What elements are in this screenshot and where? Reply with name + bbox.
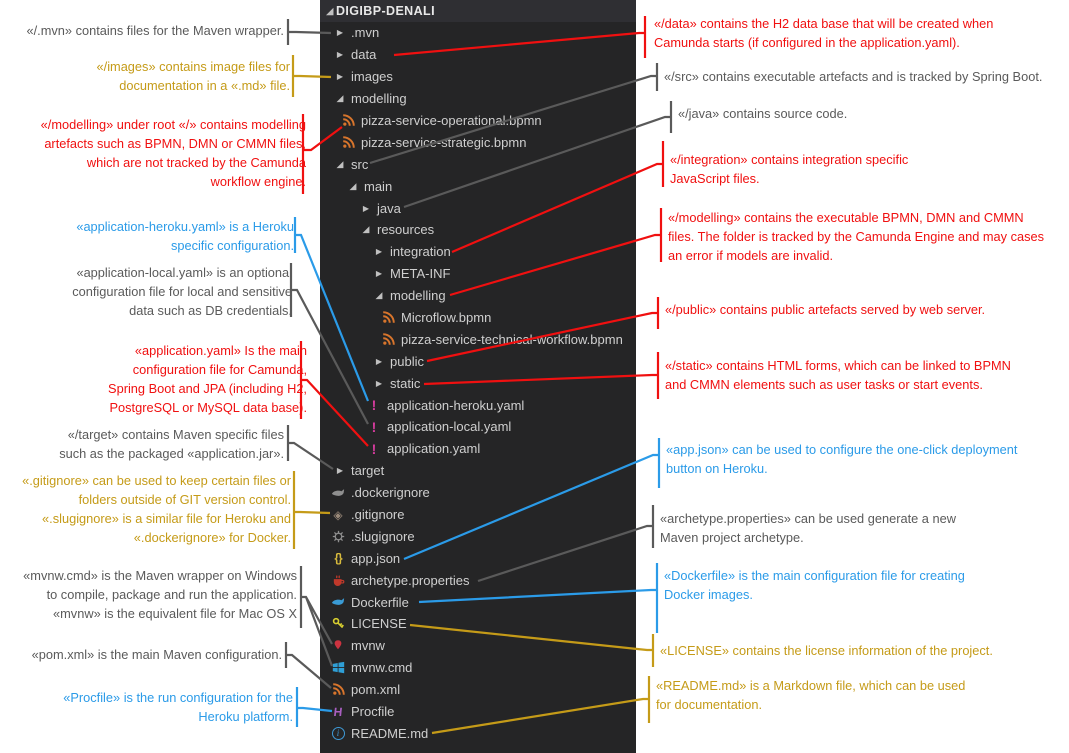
chevron-right-icon[interactable]: ▶ <box>336 28 344 38</box>
windows-logo-icon <box>330 660 346 676</box>
tree-item-target[interactable]: ▶target <box>320 460 636 482</box>
annotation-target: «/target» contains Maven specific files … <box>59 427 284 461</box>
heroku-icon: H <box>332 704 344 719</box>
annotation-procfile: «Procfile» is the run configuration for … <box>63 690 293 724</box>
tree-item-pizza-service-strategic-bpmn[interactable]: pizza-service-strategic.bpmn <box>320 131 636 153</box>
chevron-right-icon[interactable]: ▶ <box>375 356 383 366</box>
tree-item-static[interactable]: ▶static <box>320 372 636 394</box>
tree-item-application-heroku-yaml[interactable]: !application-heroku.yaml <box>320 394 636 416</box>
git-diamond-icon: ◈ <box>333 507 343 522</box>
annotation-dockerfile: «Dockerfile» is the main configuration f… <box>664 568 965 602</box>
chevron-expanded-icon[interactable]: ◢ <box>349 180 357 191</box>
chevron-right-icon[interactable]: ▶ <box>375 269 383 279</box>
tree-item-dockerfile[interactable]: Dockerfile <box>320 591 636 613</box>
tree-item-src[interactable]: ◢src <box>320 153 636 175</box>
annotation-static: «/static» contains HTML forms, which can… <box>665 358 1011 392</box>
chevron-right-icon[interactable]: ▶ <box>336 50 344 60</box>
tree-item-meta-inf[interactable]: ▶META-INF <box>320 263 636 285</box>
annotation-archetype-properties: «archetype.properties» can be used gener… <box>660 511 956 545</box>
gear-icon <box>330 528 346 544</box>
bpmn-feed-icon <box>340 113 356 129</box>
tree-item-main[interactable]: ◢main <box>320 175 636 197</box>
tree-item-microflow-bpmn[interactable]: Microflow.bpmn <box>320 307 636 329</box>
tree-item-app-json[interactable]: {}app.json <box>320 547 636 569</box>
tree-item-mvnw-cmd[interactable]: mvnw.cmd <box>320 657 636 679</box>
explorer-panel: ◢ DIGIBP-DENALI ▶.mvn ▶data ▶images ◢mod… <box>320 0 636 753</box>
chevron-right-icon[interactable]: ▶ <box>336 72 344 82</box>
java-cup-icon <box>330 572 346 588</box>
whale-icon <box>330 485 346 501</box>
tree-item-data[interactable]: ▶data <box>320 44 636 66</box>
tree-item-application-yaml[interactable]: !application.yaml <box>320 438 636 460</box>
annotation-modelling: «/modelling» under root «/» contains mod… <box>40 117 306 189</box>
annotation-src: «/src» contains executable artefacts and… <box>664 69 1043 84</box>
tree-item-mvnw[interactable]: mvnw <box>320 635 636 657</box>
pin-icon <box>330 638 346 654</box>
chevron-right-icon[interactable]: ▶ <box>362 203 370 213</box>
annotation-pom-xml: «pom.xml» is the main Maven configuratio… <box>31 647 282 662</box>
chevron-expanded-icon[interactable]: ◢ <box>336 158 344 169</box>
annotation-mvn: «/.mvn» contains files for the Maven wra… <box>26 23 285 38</box>
annotation-integration: «/integration» contains integration spec… <box>670 152 909 186</box>
tree-item-java[interactable]: ▶java <box>320 197 636 219</box>
tree-item-slugignore[interactable]: .slugignore <box>320 525 636 547</box>
tree-item-gitignore[interactable]: ◈.gitignore <box>320 504 636 526</box>
tree-item-mvn[interactable]: ▶.mvn <box>320 22 636 44</box>
chevron-expanded-icon: ◢ <box>326 5 334 16</box>
tree-item-pizza-service-operational-bpmn[interactable]: pizza-service-operational.bpmn <box>320 110 636 132</box>
annotation-readme: «README.md» is a Markdown file, which ca… <box>656 678 966 712</box>
yaml-warning-icon: ! <box>371 440 377 457</box>
annotation-images: «/images» contains image files for docum… <box>96 59 290 93</box>
tree-item-images[interactable]: ▶images <box>320 66 636 88</box>
annotation-public: «/public» contains public artefacts serv… <box>665 302 986 317</box>
chevron-expanded-icon[interactable]: ◢ <box>336 93 344 104</box>
tree-item-resources[interactable]: ◢resources <box>320 219 636 241</box>
key-icon <box>330 616 346 632</box>
json-braces-icon: {} <box>334 551 342 566</box>
tree-item-archetype-properties[interactable]: archetype.properties <box>320 569 636 591</box>
tree-item-application-local-yaml[interactable]: !application-local.yaml <box>320 416 636 438</box>
tree-item-modelling[interactable]: ◢modelling <box>320 88 636 110</box>
project-title: DIGIBP-DENALI <box>336 4 435 18</box>
annotation-app-json: «app.json» can be used to configure the … <box>666 442 1018 476</box>
chevron-right-icon[interactable]: ▶ <box>336 466 344 476</box>
tree-item-integration[interactable]: ▶integration <box>320 241 636 263</box>
annotation-modelling-resources: «/modelling» contains the executable BPM… <box>668 210 1045 263</box>
bpmn-feed-icon <box>340 134 356 150</box>
tree-item-pizza-service-technical-workflow-bpmn[interactable]: pizza-service-technical-workflow.bpmn <box>320 328 636 350</box>
annotation-license: «LICENSE» contains the license informati… <box>660 643 993 658</box>
info-circle-icon: i <box>330 725 346 741</box>
tree-item-modelling-resources[interactable]: ◢modelling <box>320 285 636 307</box>
annotation-gitignore: «.gitignore» can be used to keep certain… <box>22 473 291 545</box>
annotation-application-local-yaml: «application-local.yaml» is an optional … <box>72 265 292 318</box>
tree-item-license[interactable]: LICENSE <box>320 613 636 635</box>
annotation-data: «/data» contains the H2 data base that w… <box>654 16 994 50</box>
explorer-section-header[interactable]: ◢ DIGIBP-DENALI <box>320 0 636 22</box>
annotation-application-yaml: «application.yaml» Is the main configura… <box>108 343 307 415</box>
tree-item-dockerignore[interactable]: .dockerignore <box>320 482 636 504</box>
chevron-expanded-icon[interactable]: ◢ <box>375 290 383 301</box>
annotation-java: «/java» contains source code. <box>678 106 848 121</box>
annotation-mvnw-cmd: «mvnw.cmd» is the Maven wrapper on Windo… <box>23 568 297 621</box>
yaml-warning-icon: ! <box>371 418 377 435</box>
bpmn-feed-icon <box>330 682 346 698</box>
chevron-expanded-icon[interactable]: ◢ <box>362 224 370 235</box>
bpmn-feed-icon <box>380 310 396 326</box>
whale-icon <box>330 594 346 610</box>
tree-item-public[interactable]: ▶public <box>320 350 636 372</box>
yaml-warning-icon: ! <box>371 397 377 414</box>
chevron-right-icon[interactable]: ▶ <box>375 378 383 388</box>
bpmn-feed-icon <box>380 331 396 347</box>
chevron-right-icon[interactable]: ▶ <box>375 247 383 257</box>
tree-item-pom-xml[interactable]: pom.xml <box>320 679 636 701</box>
annotation-application-heroku-yaml: «application-heroku.yaml» is a Heroku sp… <box>76 219 294 253</box>
